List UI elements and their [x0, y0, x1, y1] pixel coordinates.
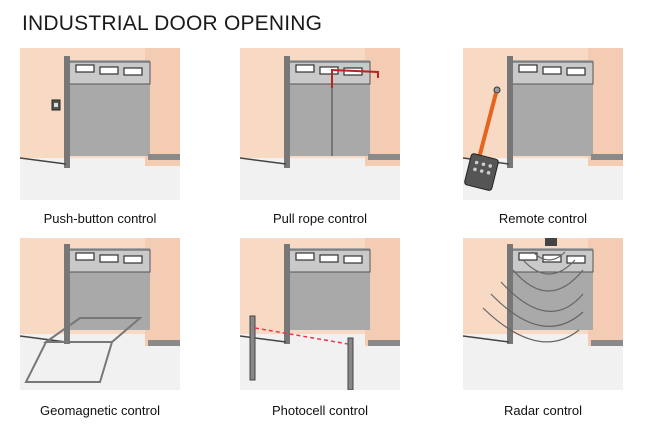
radar-panel [463, 238, 623, 390]
remote-control-icon [464, 86, 501, 191]
pull-rope-icon [331, 68, 379, 156]
remote-control-panel [463, 48, 623, 200]
photocell-icon [249, 315, 354, 390]
push-button-label: Push-button control [43, 211, 157, 226]
remote-control-label: Remote control [498, 211, 588, 226]
push-button-panel [20, 48, 180, 200]
pull-rope-label: Pull rope control [273, 211, 367, 226]
geomagnetic-panel [20, 238, 180, 390]
radar-icon [482, 238, 584, 343]
page-title: INDUSTRIAL DOOR OPENING [22, 12, 323, 35]
radar-label: Radar control [503, 403, 583, 418]
photocell-panel [240, 238, 400, 390]
push-button-icon [51, 99, 61, 111]
pull-rope-panel [240, 48, 400, 200]
geomagnetic-loop-icon [24, 317, 143, 383]
geomagnetic-label: Geomagnetic control [40, 403, 160, 418]
photocell-label: Photocell control [271, 403, 369, 418]
